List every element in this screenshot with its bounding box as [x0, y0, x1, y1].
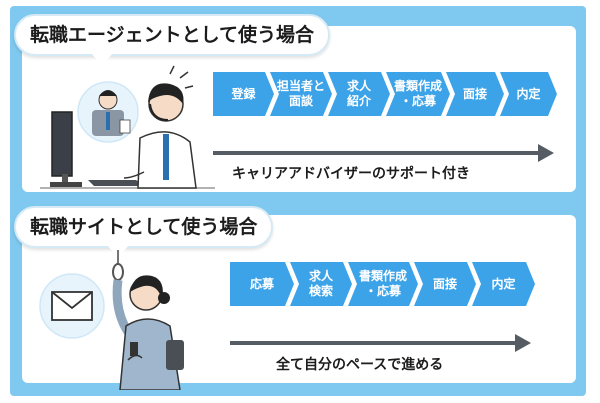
advisor-video-call-icon: [77, 81, 139, 143]
site-title-bubble: 転職サイトとして使う場合: [14, 206, 274, 258]
arrow-shaft: [230, 341, 517, 345]
commuter-person: [112, 250, 184, 390]
agent-title-bubble: 転職エージェントとして使う場合: [14, 14, 331, 66]
agent-step: 求人 紹介: [328, 72, 390, 116]
agent-caption: キャリアアドバイザーのサポート付き: [232, 166, 470, 182]
site-illustration: [39, 250, 184, 390]
agent-person: [123, 65, 197, 189]
site-step: 書類作成 ・応募: [348, 262, 418, 306]
site-caption: 全て自分のペースで進める: [276, 357, 444, 373]
arrow-head: [515, 334, 531, 352]
agent-step: 内定: [500, 72, 557, 116]
agent-step: 書類作成 ・応募: [386, 72, 450, 116]
site-progress-arrow: [230, 334, 531, 352]
arrow-head: [538, 144, 554, 162]
site-step: 面接: [414, 262, 476, 306]
agent-title: 転職エージェントとして使う場合: [30, 24, 315, 46]
bubble-tail: [92, 54, 112, 66]
site-step: 内定: [472, 262, 535, 306]
site-step: 求人 検索: [290, 262, 352, 306]
agent-step: 面接: [446, 72, 504, 116]
computer-monitor-icon: [50, 111, 82, 187]
site-step: 応募: [230, 262, 294, 306]
agent-progress-arrow: [213, 144, 554, 162]
agent-step-list: 登録 担当者と 面談 求人 紹介 書類作成 ・応募 面接 内定: [213, 72, 557, 116]
agent-illustration: [40, 65, 215, 189]
arrow-shaft: [213, 151, 540, 155]
agent-step: 担当者と 面談: [270, 72, 332, 116]
site-step-list: 応募 求人 検索 書類作成 ・応募 面接 内定: [230, 262, 535, 306]
site-title: 転職サイトとして使う場合: [30, 216, 258, 238]
envelope-icon: [39, 273, 105, 339]
agent-step: 登録: [213, 72, 274, 116]
